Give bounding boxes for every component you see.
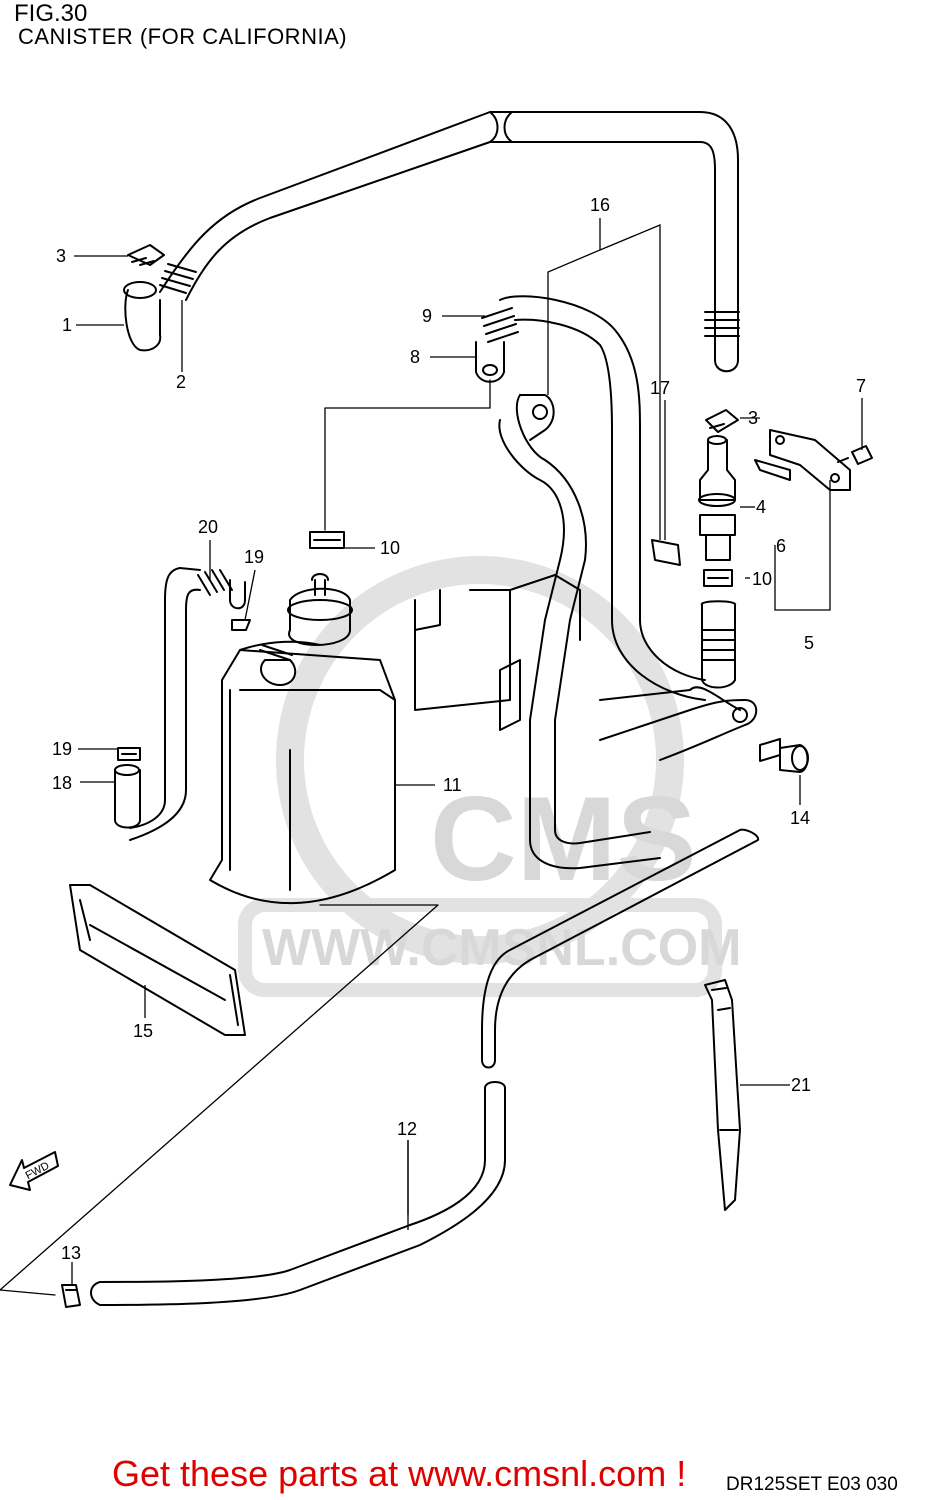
callout-4: 4 bbox=[756, 497, 766, 517]
callout-13: 13 bbox=[61, 1243, 81, 1263]
callout-15: 15 bbox=[133, 1021, 153, 1041]
diagram-code: DR125SET E03 030 bbox=[726, 1474, 898, 1495]
callout-19-upper: 19 bbox=[244, 547, 264, 567]
callout-numbers: 3 1 2 9 8 16 17 7 3 4 6 10 5 10 20 19 19… bbox=[52, 195, 866, 1263]
part-17-clip bbox=[651, 539, 681, 566]
callout-18: 18 bbox=[52, 773, 72, 793]
callout-2: 2 bbox=[176, 372, 186, 392]
callout-14: 14 bbox=[790, 808, 810, 828]
part-19-clip-lower bbox=[117, 747, 141, 761]
callout-8: 8 bbox=[410, 347, 420, 367]
part-4-valve bbox=[698, 435, 736, 561]
callout-11: 11 bbox=[443, 775, 462, 795]
callout-21: 21 bbox=[791, 1075, 811, 1095]
figure-number: FIG.30 bbox=[14, 0, 88, 27]
callout-3-right: 3 bbox=[748, 408, 758, 428]
figure-title: CANISTER (FOR CALIFORNIA) bbox=[18, 24, 348, 49]
watermark-url: WWW.CMSNL.COM bbox=[262, 919, 741, 977]
callout-1: 1 bbox=[62, 315, 72, 335]
part-21-tie bbox=[704, 979, 741, 1211]
part-5-bracket bbox=[769, 429, 851, 491]
part-13-clip bbox=[61, 1284, 81, 1308]
part-15-strap bbox=[69, 884, 246, 1036]
fwd-arrow bbox=[9, 1151, 59, 1191]
part-6-plate bbox=[754, 459, 791, 481]
callout-6: 6 bbox=[776, 536, 786, 556]
watermark-brand: CMS bbox=[430, 772, 697, 906]
callout-16: 16 bbox=[590, 195, 610, 215]
part-9-hose-end bbox=[700, 600, 737, 689]
part-9-hose bbox=[481, 295, 706, 701]
part-11-canister bbox=[209, 573, 396, 905]
callout-19-lower: 19 bbox=[52, 739, 72, 759]
callout-10-right: 10 bbox=[752, 569, 772, 589]
callout-5: 5 bbox=[804, 633, 814, 653]
part-20-hose bbox=[129, 567, 251, 841]
part-14-bolt bbox=[759, 738, 809, 773]
callout-10-left: 10 bbox=[380, 538, 400, 558]
part-7-bolt bbox=[837, 445, 873, 465]
callout-12: 12 bbox=[397, 1119, 417, 1139]
callout-7: 7 bbox=[856, 376, 866, 396]
part-2-hose bbox=[159, 111, 740, 373]
part-3-clip-left bbox=[127, 244, 165, 266]
callout-leaders bbox=[71, 218, 863, 1285]
callout-3-left: 3 bbox=[56, 246, 66, 266]
part-8-fitting bbox=[475, 341, 505, 383]
cms-watermark: CMS WWW.CMSNL.COM bbox=[238, 556, 741, 997]
part-10-clip-left bbox=[309, 531, 345, 549]
part-10-clip-right bbox=[703, 569, 733, 587]
part-3-clip-right bbox=[705, 409, 739, 433]
get-parts-link[interactable]: Get these parts at www.cmsnl.com ! bbox=[112, 1453, 687, 1494]
part-1-elbow bbox=[123, 281, 162, 352]
part-12-hose bbox=[90, 828, 760, 1306]
part-18-fitting bbox=[114, 764, 141, 829]
callout-20: 20 bbox=[198, 517, 218, 537]
callout-9: 9 bbox=[422, 306, 432, 326]
callout-17: 17 bbox=[650, 378, 670, 398]
fwd-label: FWD bbox=[24, 1160, 52, 1182]
part-16-bracket bbox=[414, 394, 758, 870]
